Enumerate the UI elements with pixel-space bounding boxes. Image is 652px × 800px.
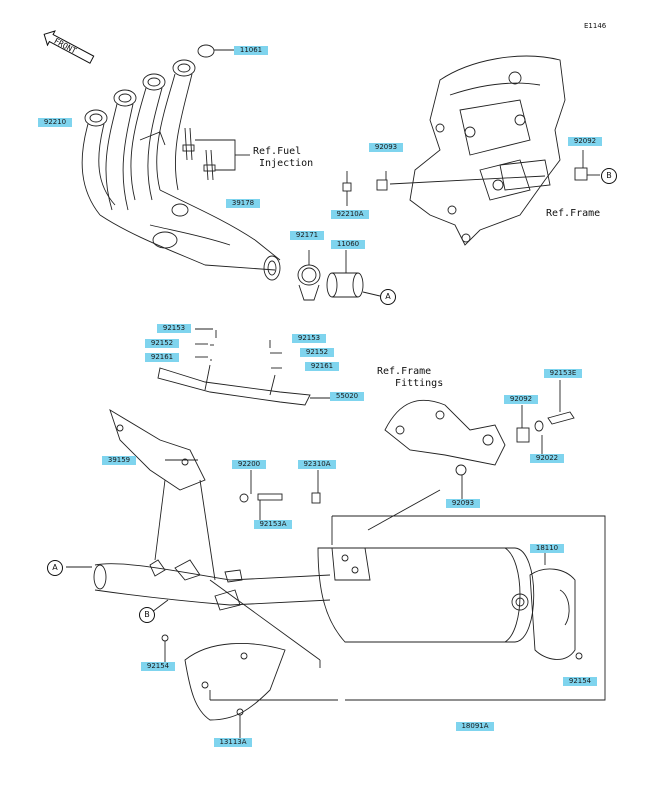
part-label-92161-left[interactable]: 92161 — [145, 353, 179, 362]
part-label-92022[interactable]: 92022 — [530, 454, 564, 463]
part-label-92210[interactable]: 92210 — [38, 118, 72, 127]
ref-fuel-injection[interactable]: Ref.Fuel Injection — [253, 146, 314, 169]
part-label-92200[interactable]: 92200 — [232, 460, 266, 469]
ref-frame[interactable]: Ref.Frame — [546, 208, 601, 219]
part-label-92093-low[interactable]: 92093 — [446, 499, 480, 508]
gasket-ring-drawing — [197, 44, 215, 58]
part-label-11060[interactable]: 11060 — [331, 240, 365, 249]
part-label-92310a[interactable]: 92310A — [298, 460, 336, 469]
part-label-39159[interactable]: 39159 — [102, 456, 136, 465]
callout-a-lower: A — [47, 560, 63, 576]
part-label-92153-left[interactable]: 92153 — [157, 324, 191, 333]
nut-drawing — [342, 182, 352, 192]
sensor-drawing — [182, 127, 250, 181]
part-label-92153e[interactable]: 92153E — [544, 369, 582, 378]
part-label-92152-right[interactable]: 92152 — [300, 348, 334, 357]
callout-a-top: A — [380, 289, 396, 305]
part-label-92152-left[interactable]: 92152 — [145, 339, 179, 348]
link-pipe-drawing — [66, 479, 331, 668]
part-label-92153-right[interactable]: 92153 — [292, 334, 326, 343]
part-label-18110[interactable]: 18110 — [530, 544, 564, 553]
callout-b-top: B — [601, 168, 617, 184]
part-label-55020[interactable]: 55020 — [330, 392, 364, 401]
part-label-92092-mid[interactable]: 92092 — [504, 395, 538, 404]
exhaust-header-drawing — [81, 59, 281, 281]
part-label-13113a[interactable]: 13113A — [214, 738, 252, 747]
diagram-code: E1146 — [584, 22, 607, 30]
part-label-11061[interactable]: 11061 — [234, 46, 268, 55]
part-label-39178[interactable]: 39178 — [226, 199, 260, 208]
fittings-drawing — [384, 380, 575, 500]
part-label-92210a[interactable]: 92210A — [331, 210, 369, 219]
part-label-92154-left[interactable]: 92154 — [141, 662, 175, 671]
front-arrow: FRONT — [43, 30, 95, 64]
bracket-drawing — [109, 364, 330, 491]
part-label-92092-top[interactable]: 92092 — [568, 137, 602, 146]
part-label-18091a[interactable]: 18091A — [456, 722, 494, 731]
part-label-92093[interactable]: 92093 — [369, 143, 403, 152]
callout-b-lower: B — [139, 607, 155, 623]
lower-bolt-drawing — [239, 470, 321, 520]
part-label-92154-right[interactable]: 92154 — [563, 677, 597, 686]
muffler-drawing — [317, 489, 583, 660]
frame-drawing — [389, 55, 566, 246]
part-label-92153a[interactable]: 92153A — [254, 520, 292, 529]
part-label-92161-right[interactable]: 92161 — [305, 362, 339, 371]
heat-shield-drawing — [161, 634, 286, 740]
ref-frame-fittings[interactable]: Ref.Frame Fittings — [377, 366, 444, 389]
sleeve-drawing — [326, 250, 381, 298]
bolt-drawing — [195, 328, 282, 369]
part-label-92171[interactable]: 92171 — [290, 231, 324, 240]
clamp-drawing — [297, 250, 321, 301]
